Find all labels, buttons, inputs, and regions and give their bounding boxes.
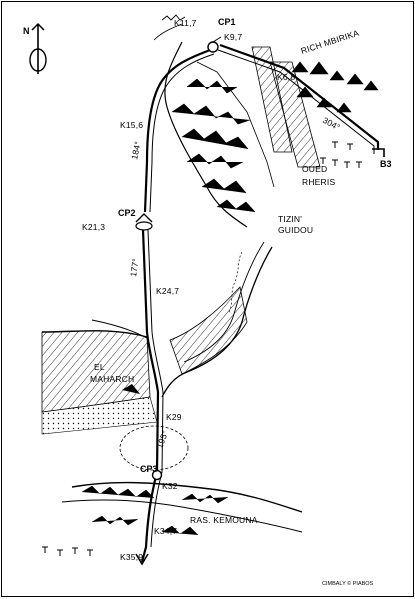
checkpoint-marker-cp1	[207, 36, 222, 53]
credit-text: CIMBALY © PIABOS	[322, 580, 374, 587]
cp2-km: K21,3	[82, 222, 105, 232]
place-ras-kemouna: RAS. KEMOUNA	[190, 515, 258, 525]
cp1-name: CP1	[218, 17, 236, 27]
cp2-name: CP2	[118, 208, 136, 218]
oued-rheris-valley	[251, 46, 362, 168]
km-15-6: K15,6	[120, 120, 143, 130]
checkpoint-marker-cp2	[135, 213, 153, 231]
km-6-8: K6,8	[277, 72, 295, 82]
bearing-184: 184°	[129, 140, 143, 160]
peaks-rich-mbirika	[291, 61, 379, 113]
start-marker-label: B3	[380, 159, 392, 169]
compass-rose: N	[23, 22, 47, 74]
compass-north-label: N	[23, 26, 30, 36]
mountain-ridge-south	[42, 481, 303, 556]
cp3-km: K32	[162, 481, 178, 491]
bearing-304: 304°	[321, 115, 342, 132]
mountain-ridge-north	[153, 14, 275, 228]
place-el-maharch-line1: EL	[94, 362, 105, 372]
place-oued-line2: RHERIS	[302, 177, 335, 187]
km-11-7: K11,7	[174, 18, 197, 28]
area-circle	[119, 425, 189, 471]
km-29: K29	[166, 412, 182, 422]
cp1-km: K9,7	[224, 32, 242, 42]
start-marker: B3	[372, 148, 392, 169]
plateau-east	[169, 286, 248, 375]
km-34-7: K34,7	[154, 526, 177, 536]
place-tizin-line2: GUIDOU	[278, 225, 313, 235]
km-35-9: K35,9	[120, 552, 143, 562]
bearing-177: 177°	[128, 258, 140, 278]
km-24-7: K24,7	[156, 286, 179, 296]
cp3-name: CP3	[140, 464, 158, 474]
place-tizin-line1: TIZIN'	[278, 214, 302, 224]
place-oued-line1: OUED	[302, 164, 327, 174]
place-el-maharch-line2: MAHARCH	[90, 374, 134, 384]
plateau-west-el-maharch	[41, 319, 158, 435]
checkpoint-marker-cp3	[151, 469, 163, 481]
place-rich-mbirika: RICH MBIRIKA	[300, 28, 361, 56]
